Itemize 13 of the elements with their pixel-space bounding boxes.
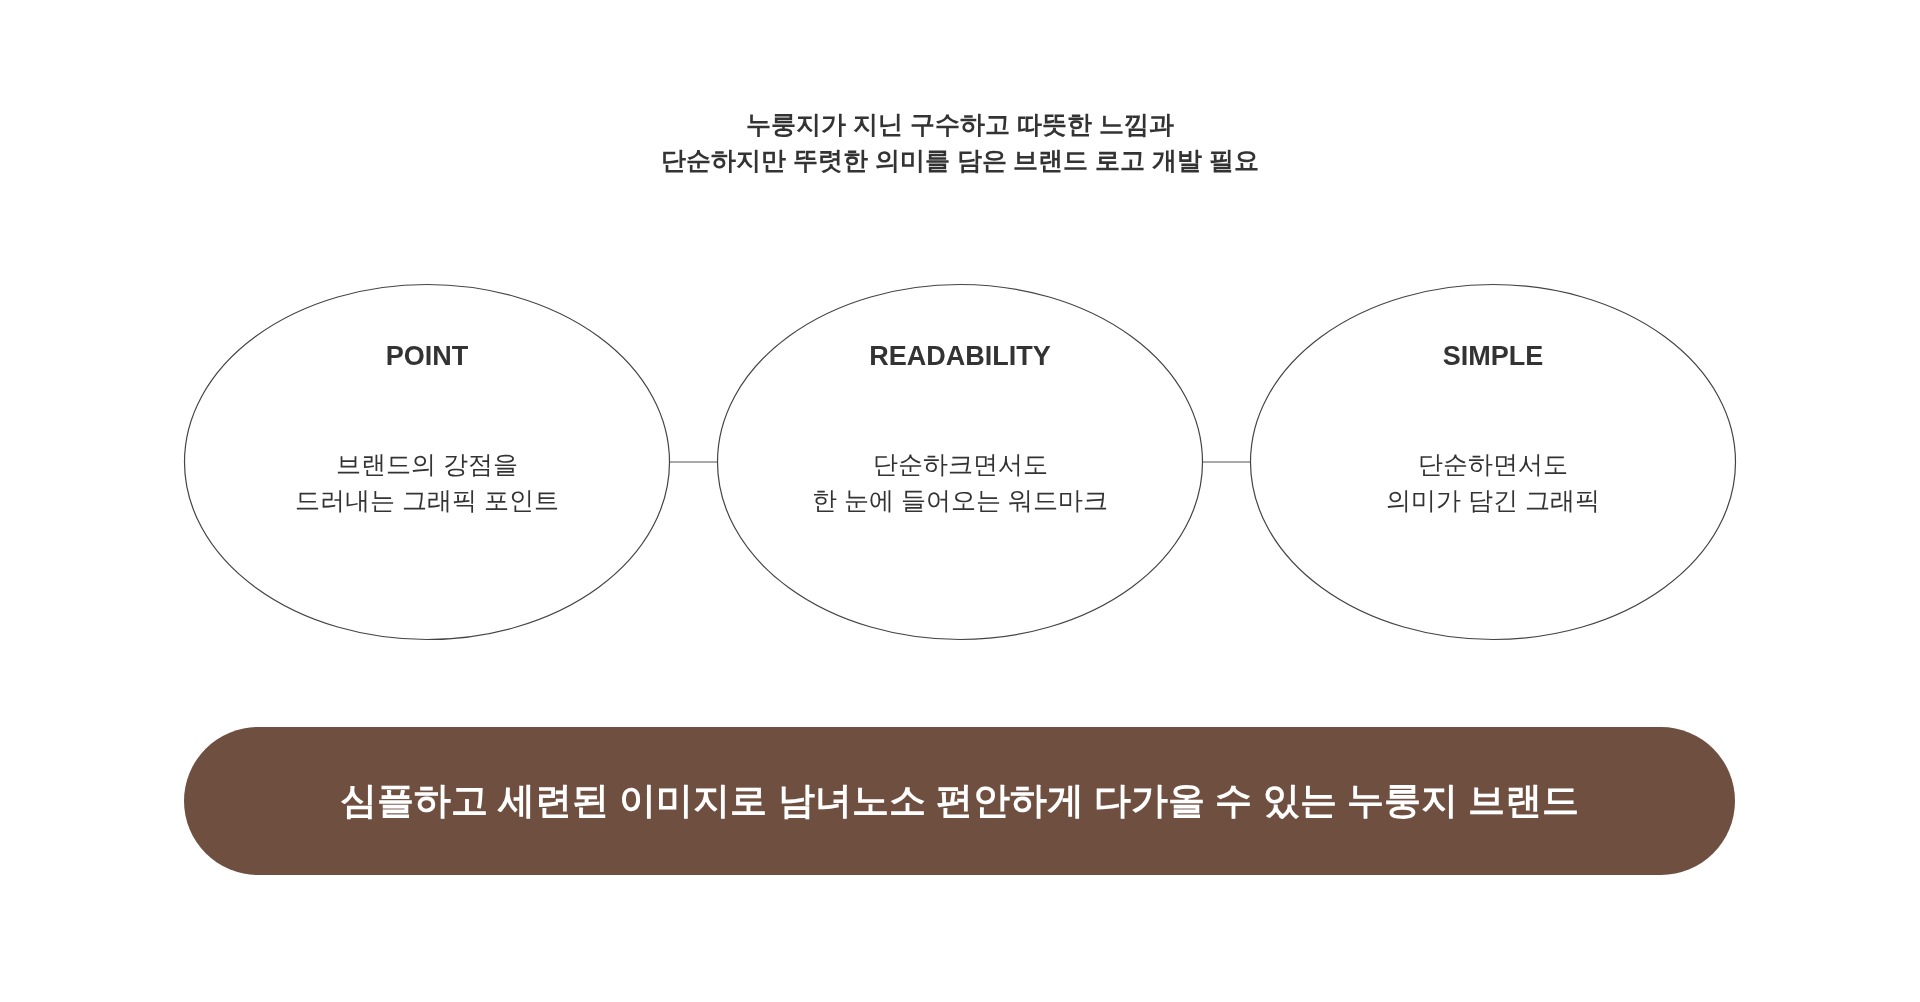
connector-line bbox=[1202, 461, 1251, 463]
concept-ellipse bbox=[1250, 284, 1736, 640]
ellipse-description: 단순하면서도 의미가 담긴 그래픽 bbox=[1386, 449, 1600, 516]
ellipse-heading: POINT bbox=[385, 340, 469, 373]
concept-ellipse bbox=[717, 284, 1203, 640]
ellipse-description: 단순하크면서도 한 눈에 들어오는 워드마크 bbox=[812, 449, 1108, 516]
banner-text: 심플하고 세련된 이미지로 남녀노소 편안하게 다가올 수 있는 누룽지 브랜드 bbox=[339, 779, 1580, 823]
concept-ellipse bbox=[184, 284, 670, 640]
ellipse-heading: READABILITY bbox=[869, 340, 1051, 373]
title-text: 누룽지가 지닌 구수하고 따뜻한 느낌과 단순하지만 뚜렷한 의미를 담은 브랜드 로고 개발 필요 bbox=[659, 109, 1261, 176]
connector-line bbox=[669, 461, 718, 463]
ellipse-heading: SIMPLE bbox=[1442, 340, 1544, 373]
ellipse-description: 브랜드의 강점을 드러내는 그래픽 포인트 bbox=[295, 449, 559, 516]
